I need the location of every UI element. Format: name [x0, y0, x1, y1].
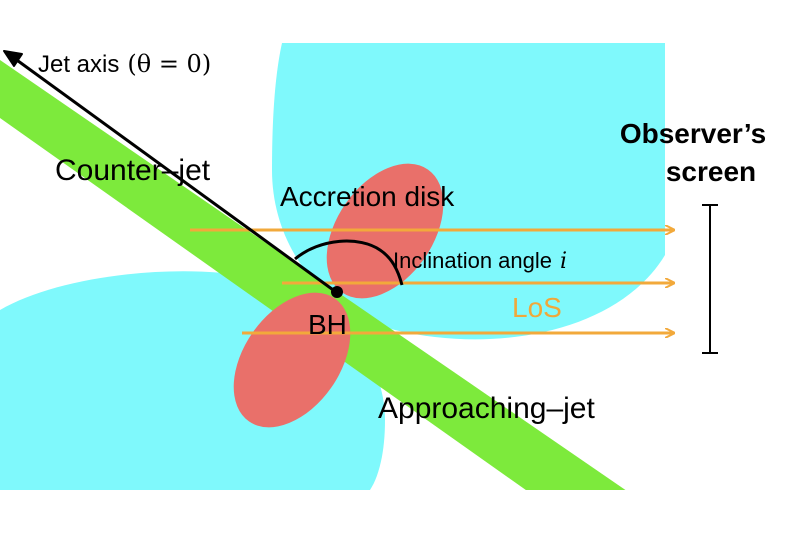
jet-axis-arrowhead [3, 50, 23, 67]
black-hole-dot [331, 286, 343, 298]
jet-axis-label: Jet axis(θ = 0) [38, 50, 211, 78]
accretion-disk-label: Accretion disk [280, 181, 455, 212]
observer-label-line1: Observer’s [620, 118, 766, 149]
los-label: LoS [512, 292, 562, 323]
counter-jet-label: Counter–jet [55, 154, 211, 187]
bh-label: BH [308, 309, 347, 340]
observer-label-line2: screen [666, 156, 756, 187]
jet-axis-line [13, 56, 337, 294]
inclination-arc [294, 239, 404, 286]
accretion-disk-lower [233, 292, 351, 428]
approaching-jet-label: Approaching–jet [378, 392, 595, 425]
